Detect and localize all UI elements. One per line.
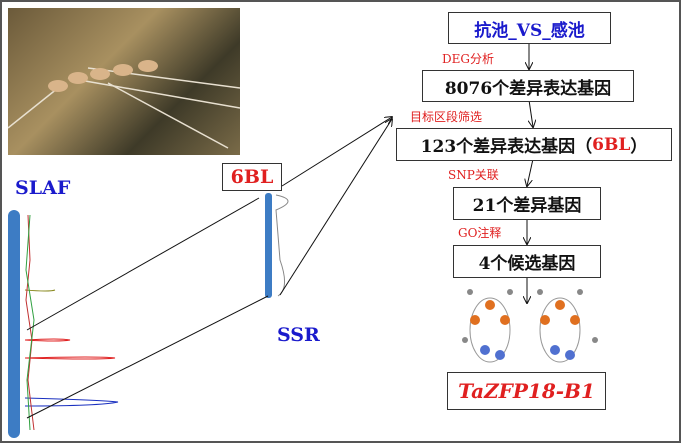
region-filter-label: 目标区段筛选 xyxy=(410,110,483,124)
deg-123-label: 123个差异表达基因（ xyxy=(420,137,593,157)
candidate-genes-box: 4个候选基因 xyxy=(453,245,601,278)
deg-123-suffix: ） xyxy=(630,137,648,157)
gene-network-graphics xyxy=(462,289,598,363)
region-6bl-label: 6BL xyxy=(230,166,274,188)
result-gene-box: TaZFP18-B1 xyxy=(447,372,606,410)
deg-21-label: 21个差异基因 xyxy=(472,196,582,216)
deg-123-box: 123个差异表达基因（6BL） xyxy=(396,128,672,161)
deg-8076-box: 8076个差异表达基因 xyxy=(422,70,634,102)
deg-21-box: 21个差异基因 xyxy=(453,187,601,220)
region-6bl-box: 6BL xyxy=(222,163,282,191)
snp-association-label: SNP关联 xyxy=(448,168,499,182)
ssr-label: SSR xyxy=(277,324,320,346)
go-annotation-label: GO注释 xyxy=(458,226,502,240)
result-gene-label: TaZFP18-B1 xyxy=(458,379,595,403)
ssr-lod-curve xyxy=(275,194,289,297)
spike-illustration xyxy=(8,60,240,149)
deg-8076-label: 8076个差异表达基因 xyxy=(444,78,612,99)
ssr-chromosome xyxy=(265,193,272,298)
deg-analysis-label: DEG分析 xyxy=(442,52,494,66)
candidate-genes-label: 4个候选基因 xyxy=(478,254,576,274)
comparison-box: 抗池_VS_感池 xyxy=(448,12,611,44)
slaf-label: SLAF xyxy=(15,177,71,199)
comparison-label: 抗池_VS_感池 xyxy=(474,20,585,41)
slaf-chromosome xyxy=(8,210,20,438)
wheat-spike-photo xyxy=(8,8,240,155)
slaf-qtl-peaks xyxy=(24,214,119,431)
deg-123-highlight: 6BL xyxy=(592,134,631,155)
